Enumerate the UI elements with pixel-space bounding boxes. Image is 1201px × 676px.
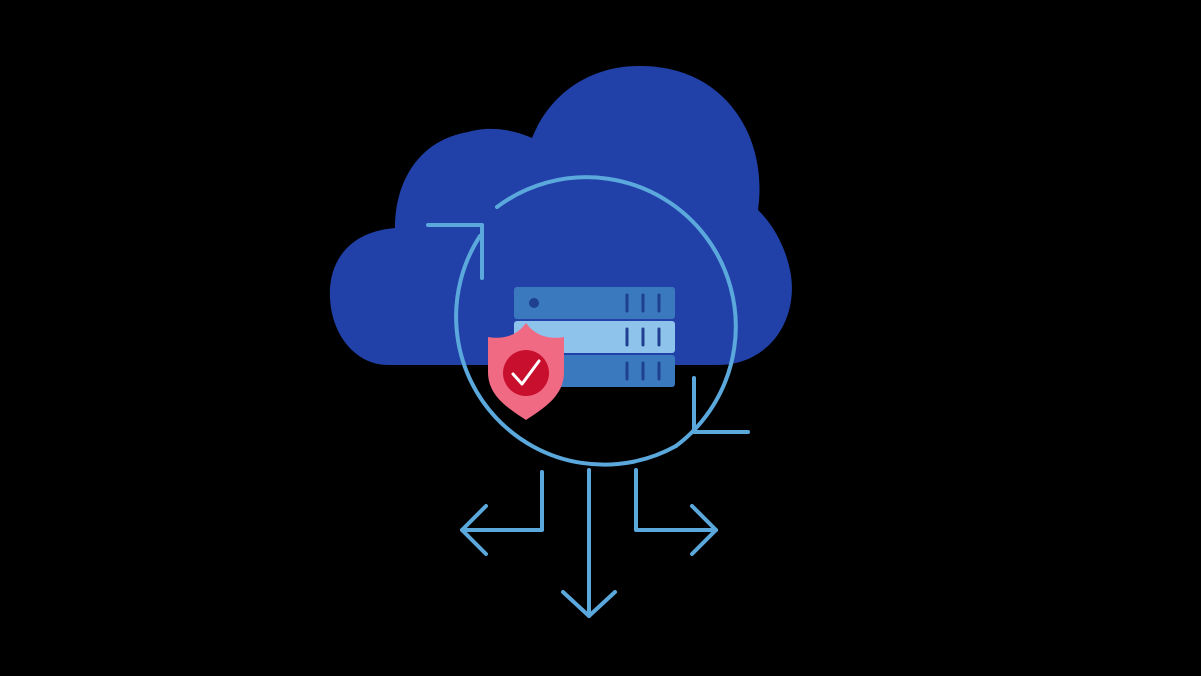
branching-arrows-icon	[460, 468, 718, 618]
sync-arrows-icon	[426, 175, 750, 467]
cloud-icon	[329, 66, 792, 365]
shield-check-icon	[488, 323, 564, 420]
